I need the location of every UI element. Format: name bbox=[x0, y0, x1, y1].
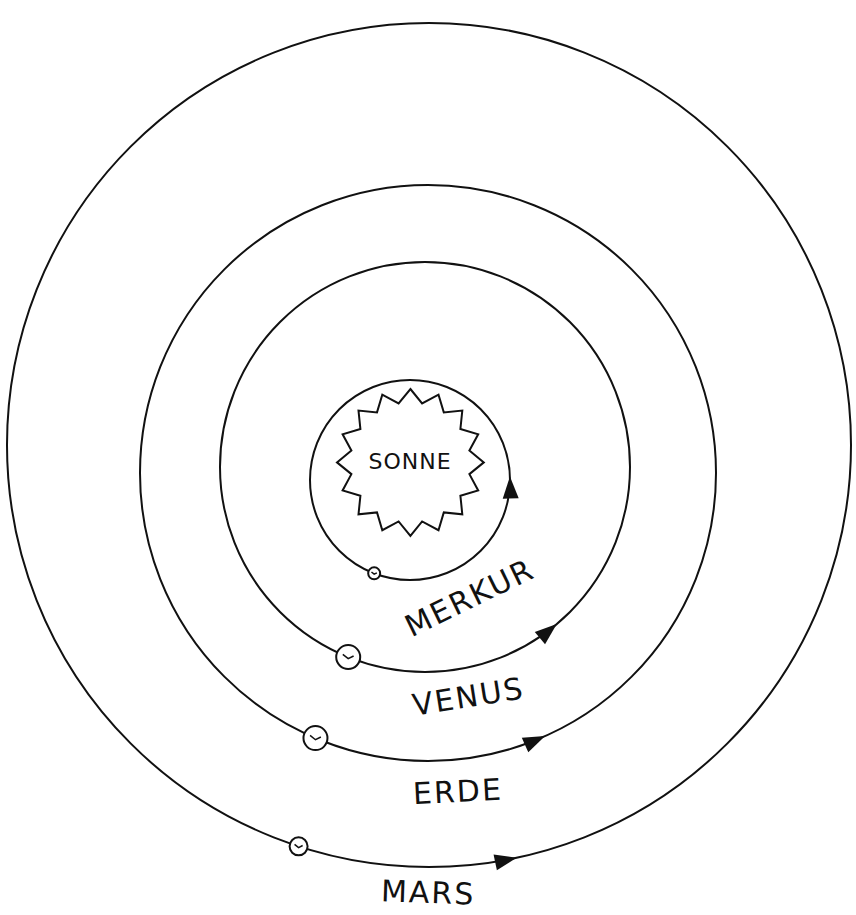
orbit-arrowhead bbox=[494, 855, 517, 871]
planet-marking bbox=[371, 572, 376, 574]
planet-name: VENUS bbox=[407, 672, 529, 722]
planet-marking bbox=[295, 844, 303, 847]
sun-node: SONNE bbox=[335, 387, 486, 538]
orbit-line bbox=[220, 262, 630, 672]
planet-symbol bbox=[303, 726, 327, 750]
planet-name: MARS bbox=[377, 876, 478, 911]
orbit-line bbox=[140, 185, 716, 761]
orbit-arrowhead bbox=[503, 477, 519, 499]
sun-starburst bbox=[337, 389, 484, 536]
planet-symbol bbox=[290, 837, 308, 855]
planet-symbol bbox=[368, 567, 380, 579]
planet-symbol bbox=[336, 645, 360, 669]
orbit-arrowhead bbox=[535, 624, 557, 644]
planet-name: MERKUR bbox=[398, 552, 542, 644]
orbit-arrowhead bbox=[522, 736, 545, 752]
planet-marking bbox=[310, 735, 321, 739]
planet-marking bbox=[343, 654, 354, 658]
sun-label: SONNE bbox=[368, 449, 451, 474]
orbit-line bbox=[7, 23, 851, 867]
planet-name: ERDE bbox=[409, 774, 506, 810]
sun-outline bbox=[335, 387, 486, 538]
orbit-line bbox=[310, 380, 510, 580]
